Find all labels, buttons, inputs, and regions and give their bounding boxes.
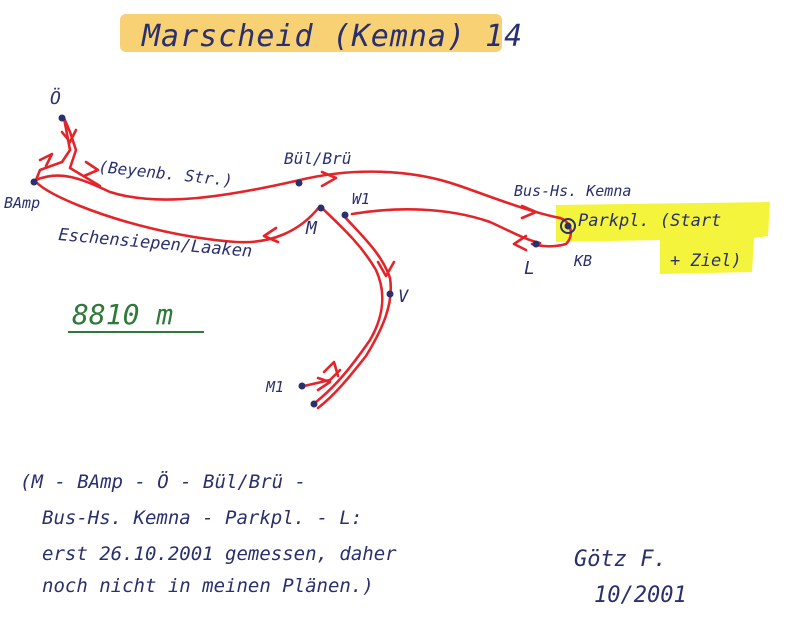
- node-v: [386, 290, 394, 298]
- node-bamp: [30, 178, 38, 186]
- route-lower: [34, 180, 322, 244]
- route-middle: [350, 208, 542, 245]
- node-l: [532, 240, 540, 248]
- route-nodes: [30, 114, 572, 408]
- note-line-1: (M - BAmp - Ö - Bül/Brü -: [20, 470, 306, 493]
- route-upper: [34, 170, 562, 220]
- arrow-laaken-left: [262, 226, 280, 244]
- arrow-m1-right: [316, 376, 332, 392]
- start-finish-highlight: [556, 202, 770, 274]
- node-m: [317, 204, 325, 212]
- node-m1: [298, 382, 306, 390]
- label-l: L: [524, 258, 535, 279]
- label-beyenb: (Beyenb. Str.): [98, 157, 234, 190]
- label-m: M: [305, 218, 318, 239]
- label-w1: W1: [352, 190, 370, 208]
- arrow-oe-down: [60, 128, 78, 144]
- note-line-4: noch nicht in meinen Plänen.): [42, 575, 374, 597]
- node-buelbrue: [295, 179, 303, 187]
- title-highlight: [120, 14, 502, 52]
- signature: Götz F. 10/2001: [574, 547, 687, 608]
- arrow-mz-up: [322, 360, 340, 378]
- arrow-buelbrue: [320, 170, 338, 188]
- arrow-l-left: [512, 234, 528, 252]
- label-bus-kemna: Bus-Hs. Kemna: [514, 182, 631, 200]
- route-note: (M - BAmp - Ö - Bül/Brü - Bus-Hs. Kemna …: [20, 470, 397, 597]
- label-buelbrue: Bül/Brü: [284, 149, 351, 168]
- node-w1: [341, 211, 349, 219]
- signature-name: Götz F.: [574, 547, 667, 572]
- route-south-b: [316, 214, 393, 410]
- route-distance: 8810 m: [72, 298, 173, 331]
- note-line-2: Bus-Hs. Kemna - Parkpl. - L:: [42, 507, 362, 529]
- arrow-w1-down: [376, 260, 396, 278]
- arrow-kemna: [520, 204, 538, 220]
- label-bamp: BAmp: [4, 194, 40, 212]
- label-oe: Ö: [50, 87, 61, 109]
- arrow-beyenb: [82, 160, 100, 178]
- route-south-a: [314, 206, 384, 404]
- map-title: Marscheid (Kemna) 14: [141, 19, 523, 54]
- label-kb: KB: [573, 252, 592, 270]
- note-line-3: erst 26.10.2001 gemessen, daher: [42, 543, 397, 565]
- label-parkpl: Parkpl. (Start: [578, 211, 721, 231]
- node-mz: [310, 400, 318, 408]
- signature-date: 10/2001: [594, 583, 687, 608]
- parking-icon: [560, 218, 576, 234]
- node-kb: [564, 222, 572, 230]
- label-m1: M1: [265, 378, 284, 396]
- node-oe: [58, 114, 66, 122]
- direction-arrows: [38, 128, 538, 392]
- label-v: V: [398, 287, 409, 307]
- label-ziel: + Ziel): [670, 251, 742, 271]
- arrow-bamp-up: [38, 152, 54, 168]
